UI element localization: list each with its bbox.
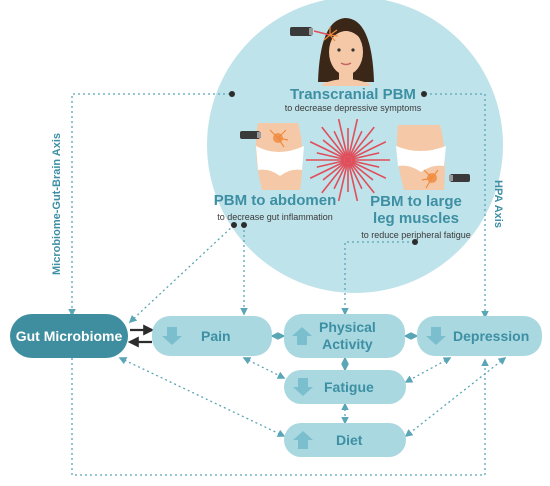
gut-microbiome-label: Gut Microbiome [15, 327, 123, 344]
axis-label-right: HPA Axis [492, 180, 504, 228]
depression-node: Depression [417, 316, 542, 356]
axis-label-left: Microbiome-Gut-Brain Axis [51, 133, 63, 275]
legs-title-line2: leg muscles [373, 210, 459, 227]
depression-label: Depression [453, 327, 530, 344]
up-arrow-icon [292, 429, 314, 451]
gut-microbiome-node: Gut Microbiome [10, 314, 128, 358]
fatigue-label: Fatigue [324, 378, 374, 395]
transcranial-pbm-label: Transcranial PBM to decrease depressive … [278, 86, 428, 114]
laser-burst-icon [306, 118, 390, 202]
physical-label-line1: Physical [319, 319, 376, 335]
legs-pbm-label: PBM to large leg muscles to reduce perip… [356, 193, 476, 241]
physical-label-line2: Activity [322, 336, 373, 352]
connector-lines [68, 93, 507, 476]
physical-activity-node: Physical Activity [284, 314, 405, 358]
legs-title-line1: PBM to large [370, 193, 462, 210]
abdomen-pbm-label: PBM to abdomen to decrease gut inflammat… [210, 192, 340, 223]
legs-icon [396, 125, 470, 190]
diet-node: Diet [284, 423, 406, 457]
transcranial-subtitle: to decrease depressive symptoms [284, 103, 422, 113]
abdomen-icon [240, 123, 304, 190]
legs-subtitle: to reduce peripheral fatigue [361, 230, 471, 240]
laser-device-icon [290, 27, 339, 42]
fatigue-node: Fatigue [284, 370, 406, 404]
abdomen-subtitle: to decrease gut inflammation [217, 212, 333, 222]
pain-node: Pain [152, 316, 272, 356]
gut-pain-arrows [127, 324, 155, 348]
diet-label: Diet [336, 431, 363, 448]
abdomen-title: PBM to abdomen [213, 192, 337, 209]
down-arrow-icon [425, 325, 447, 347]
pain-label: Pain [201, 327, 231, 344]
transcranial-title: Transcranial PBM [290, 86, 416, 103]
down-arrow-icon [292, 376, 314, 398]
down-arrow-icon [161, 325, 183, 347]
up-arrow-icon [291, 325, 313, 347]
